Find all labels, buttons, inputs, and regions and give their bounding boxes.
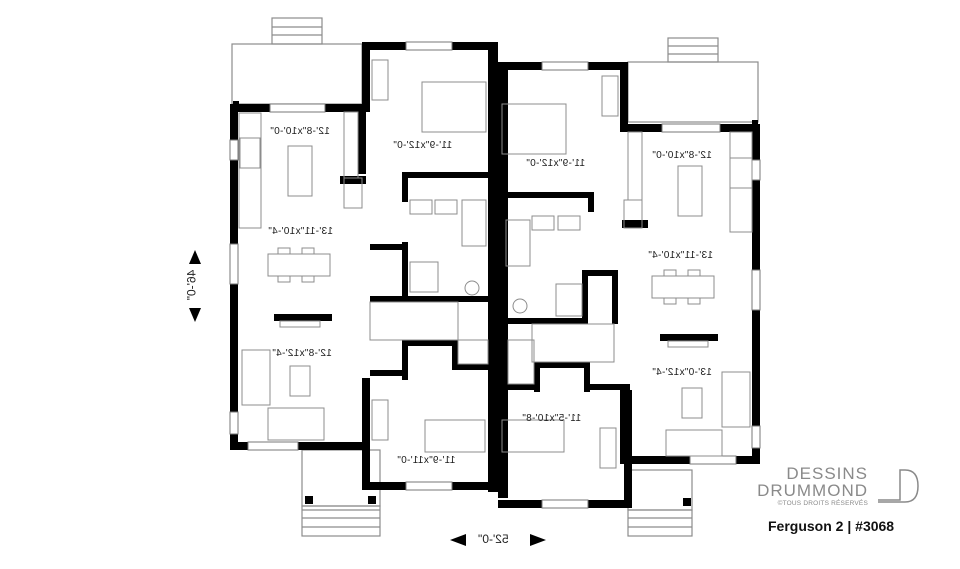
overall-depth: 46'-0" [184,269,199,301]
porch-right [627,469,693,511]
label-bedroom-bottom-right: 11'-5"x10'-8" [522,413,582,424]
plan-title: Ferguson 2 | #3068 [768,518,895,534]
deck-stairs-left-top [271,17,323,45]
label-living-left: 12'-8"x12'-4" [272,348,332,359]
brand-line-2: DRUMMOND [757,481,868,500]
brand-line-1: DESSINS [786,464,868,483]
brand-copyright: ©TOUS DROITS RÉSERVÉS [777,500,868,507]
dining-table-right [651,275,715,299]
island-left [287,145,313,197]
label-bedroom-top-left: 11'-9"x12'-0" [393,140,453,151]
label-living-right: 13'-0"x12'-4" [652,367,712,378]
label-kitchen-right: 12'-8"x10'-0" [652,150,712,161]
dining-table-left [267,253,331,277]
deck-right-top [627,61,759,123]
dimension-arrows [189,250,546,546]
label-dining-left: 13'-11"x10'-4" [268,226,333,237]
label-dining-right: 13'-11"x10'-4" [648,250,713,261]
label-bedroom-bottom-left: 11'-9"x11'-0" [397,455,456,466]
deck-stairs-right-top [667,37,719,63]
brand-logo-icon [878,469,919,503]
deck-left-top [231,43,363,105]
label-bedroom-top-right: 11'-9"x12'-0" [526,158,586,169]
fireplace-left [274,314,332,321]
island-right [677,165,703,217]
brand-block: DESSINS DRUMMOND ©TOUS DROITS RÉSERVÉS [757,465,868,508]
fireplace-right [660,334,718,341]
label-kitchen-left: 12'-8"x10'-0" [270,126,330,137]
overall-width: 52'-0" [478,532,509,546]
